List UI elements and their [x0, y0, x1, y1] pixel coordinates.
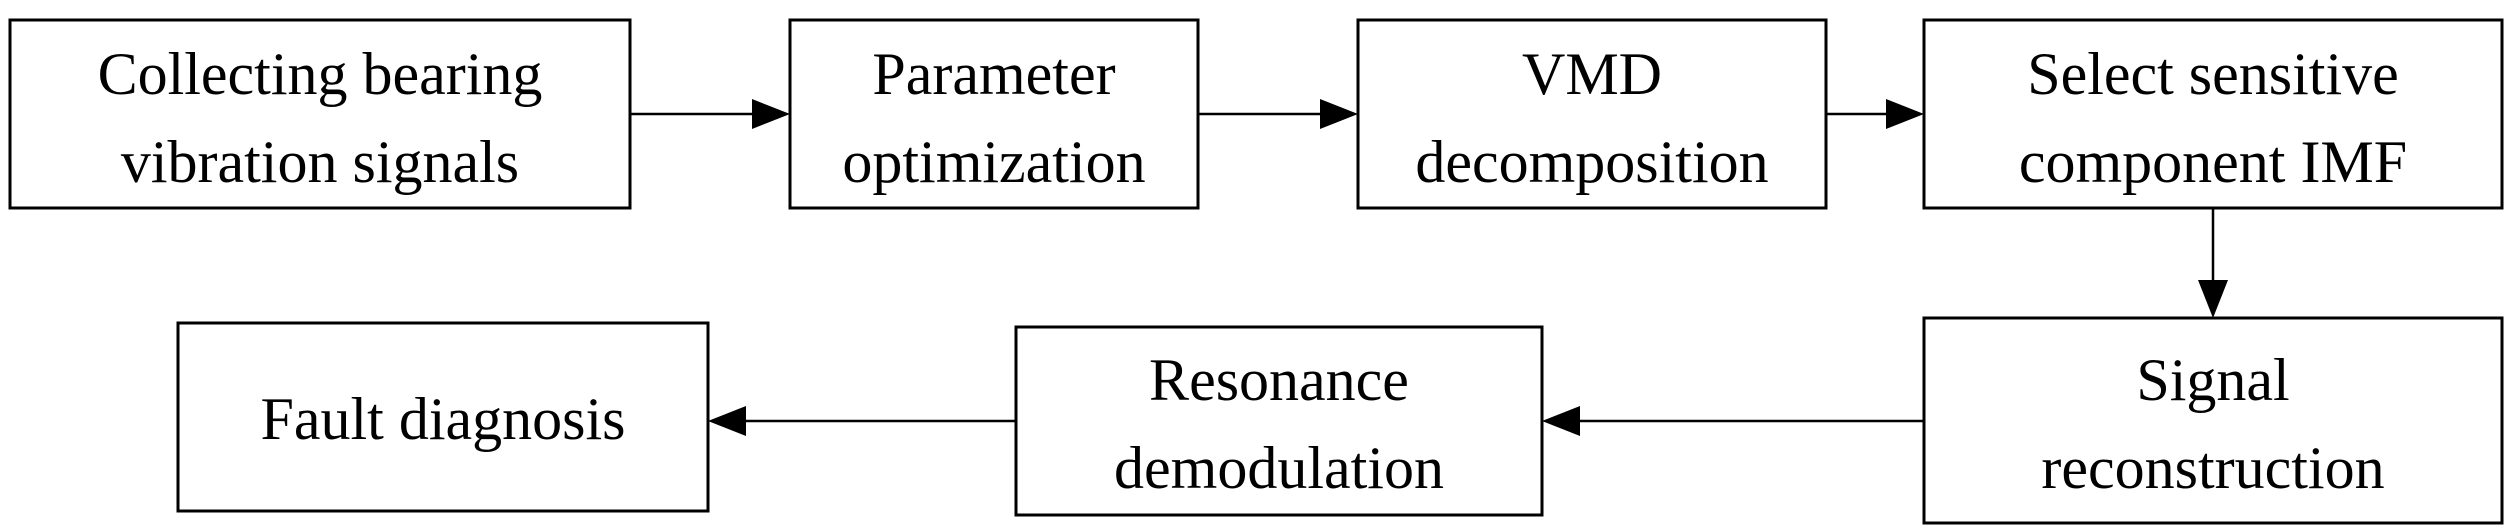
step-signal-reconstruction-line-2: reconstruction: [2041, 435, 2384, 501]
step-select-sensitive-imf-line-1: Select sensitive: [2027, 41, 2399, 107]
step-fault-diagnosis-line-1: Fault diagnosis: [260, 386, 625, 452]
step-resonance-demodulation-line-2: demodulation: [1114, 435, 1444, 501]
arrow-reconstruction-to-demodulation: [1542, 406, 1924, 436]
step-collecting-signals-line-1: Collecting bearing: [98, 41, 543, 107]
arrow-param-to-vmd: [1198, 99, 1358, 129]
arrow-collect-to-param: [630, 99, 790, 129]
step-resonance-demodulation: Resonance demodulation: [1014, 325, 1544, 517]
step-fault-diagnosis: Fault diagnosis: [176, 321, 710, 513]
step-resonance-demodulation-line-1: Resonance: [1149, 347, 1409, 413]
step-signal-reconstruction-line-1: Signal: [2136, 347, 2289, 413]
step-vmd-decomposition-line-2: decomposition: [1415, 129, 1768, 195]
arrow-select-to-reconstruction: [2198, 208, 2228, 318]
arrow-demodulation-to-fault: [708, 406, 1016, 436]
step-parameter-optimization: Parameter optimization: [788, 18, 1200, 210]
step-vmd-decomposition-line-1: VMD: [1522, 41, 1662, 107]
step-parameter-optimization-line-1: Parameter: [872, 41, 1115, 107]
step-signal-reconstruction: Signal reconstruction: [1922, 316, 2504, 525]
step-select-sensitive-imf: Select sensitive component IMF: [1922, 18, 2504, 210]
step-vmd-decomposition: VMD decomposition: [1356, 18, 1828, 210]
step-collecting-signals: Collecting bearing vibration signals: [8, 18, 632, 210]
step-parameter-optimization-line-2: optimization: [842, 129, 1145, 195]
arrow-vmd-to-select: [1826, 99, 1924, 129]
step-select-sensitive-imf-line-2: component IMF: [2019, 129, 2407, 195]
step-collecting-signals-line-2: vibration signals: [121, 129, 519, 195]
